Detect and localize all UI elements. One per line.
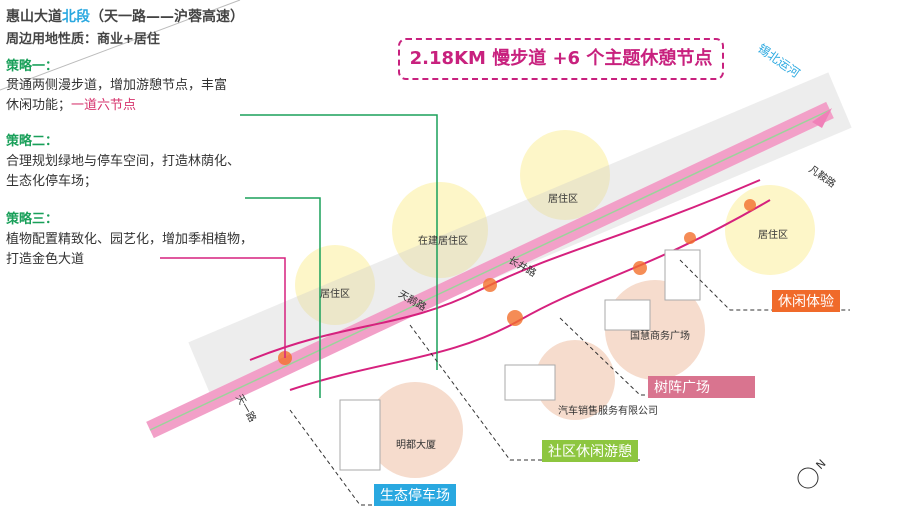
area-label: 汽车销售服务有限公司 [558, 406, 658, 417]
green-leader-lines [240, 114, 438, 398]
direction-arrow [812, 108, 832, 128]
strategy-1-text: 休闲功能；一道六节点 [6, 98, 137, 113]
buildings [339, 249, 701, 471]
strategy-3-text: 植物配置精致化、园艺化，增加季相植物， [6, 232, 254, 247]
strategy-2-heading: 策略二： [6, 134, 59, 149]
land-use: 周边用地性质：商业+居住 [6, 32, 160, 47]
tag-tree-plaza: 树阵广场 [648, 376, 755, 398]
strategy-2-text: 合理规划绿地与停车空间，打造林荫化、 [6, 154, 241, 169]
canal-edge [0, 0, 241, 91]
tag-community-leisure: 社区休闲游憩 [542, 440, 638, 462]
rest-nodes [278, 199, 756, 365]
area-label: 在建居住区 [418, 236, 468, 247]
area-label: 居住区 [320, 289, 350, 300]
walkway [249, 179, 761, 361]
area-label: 居住区 [548, 194, 578, 205]
strategy-3-text: 打造金色大道 [6, 252, 85, 267]
strategy-1-text: 贯通两侧漫步道，增加游憩节点，丰富 [6, 78, 228, 93]
strategy-2-text: 生态化停车场； [6, 174, 98, 189]
tag-eco-parking: 生态停车场 [374, 484, 456, 506]
strategy-3-heading: 策略三： [6, 212, 59, 227]
page-title: 惠山大道北段（天一路——沪蓉高速） [6, 9, 244, 25]
site-block [188, 72, 852, 398]
pink-leader-line [160, 257, 286, 358]
tag-leisure-experience: 休闲体验 [772, 290, 840, 312]
compass-icon [797, 467, 819, 489]
strategy-1-heading: 策略一： [6, 59, 59, 74]
area-label: 国慧商务广场 [630, 331, 690, 342]
area-label: 居住区 [758, 230, 788, 241]
headline: 2.18KM 慢步道 +6 个主题休憩节点 [398, 38, 724, 80]
area-label: 明都大厦 [396, 440, 436, 451]
